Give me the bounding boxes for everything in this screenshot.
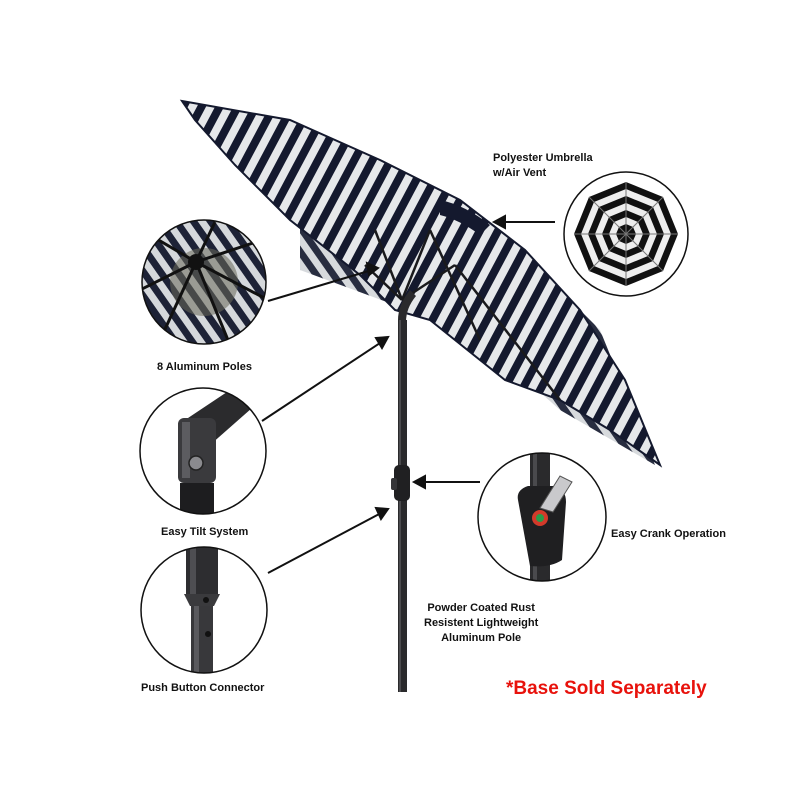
- umbrella-top-view-icon: [563, 171, 689, 297]
- label-polyester-umbrella: Polyester Umbrella w/Air Vent: [493, 152, 593, 179]
- callout-arrows: [261, 214, 555, 574]
- umbrella-rib-hub-icon: [141, 219, 267, 345]
- push-button-connector-icon: [140, 546, 268, 674]
- label-aluminum-poles: 8 Aluminum Poles: [157, 361, 252, 373]
- label-push-button-connector: Push Button Connector: [141, 682, 265, 694]
- label-aluminum-pole: Powder Coated Rust Resistent Lightweight…: [424, 602, 539, 644]
- base-sold-separately-notice: *Base Sold Separately: [506, 678, 707, 699]
- umbrella-pole: [391, 290, 416, 692]
- label-tilt-system: Easy Tilt System: [161, 526, 249, 538]
- label-crank-operation: Easy Crank Operation: [611, 528, 726, 540]
- tilt-joint-icon: [139, 387, 267, 515]
- crank-handle-icon: [477, 452, 607, 582]
